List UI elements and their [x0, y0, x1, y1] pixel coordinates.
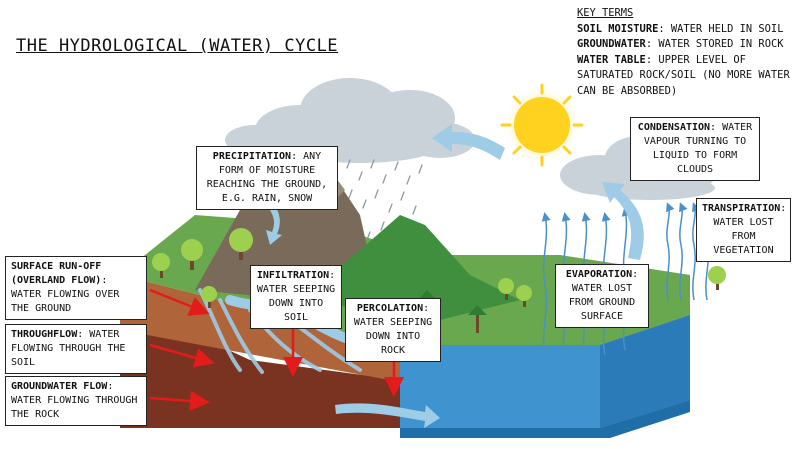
surface-runoff-label: Surface run-off (overland flow): Water f… — [5, 256, 147, 320]
key-terms-heading: Key terms — [577, 7, 634, 19]
transpiration-label: Transpiration: Water lost from vegetatio… — [696, 198, 791, 262]
key-term-item: Groundwater: water stored in rock — [577, 38, 784, 50]
throughflow-label: Throughflow: Water flowing through the s… — [5, 324, 147, 374]
precipitation-label: Precipitation: Any form of moisture reac… — [196, 146, 338, 210]
groundwater-flow-label: Groundwater flow: Water flowing through … — [5, 376, 147, 426]
key-term-item: Water table: upper level of saturated ro… — [577, 53, 790, 97]
hill-icon — [300, 215, 520, 320]
diagram-title: The hydrological (water) cycle — [16, 36, 339, 56]
key-term-item: Soil moisture: water held in soil — [577, 22, 784, 35]
tree-icon — [152, 228, 726, 333]
sea — [400, 315, 690, 438]
key-terms-panel: Key terms Soil moisture: water held in s… — [577, 6, 799, 99]
percolation-label: Percolation: Water seeping down into roc… — [345, 298, 441, 362]
infiltration-label: Infiltration: Water seeping down into so… — [250, 265, 342, 329]
water-flow-arrows — [266, 124, 644, 428]
evaporation-label: Evaporation: Water lost from ground surf… — [555, 264, 649, 328]
sun-icon — [500, 83, 584, 167]
condensation-label: Condensation: Water vapour turning to li… — [630, 117, 760, 181]
